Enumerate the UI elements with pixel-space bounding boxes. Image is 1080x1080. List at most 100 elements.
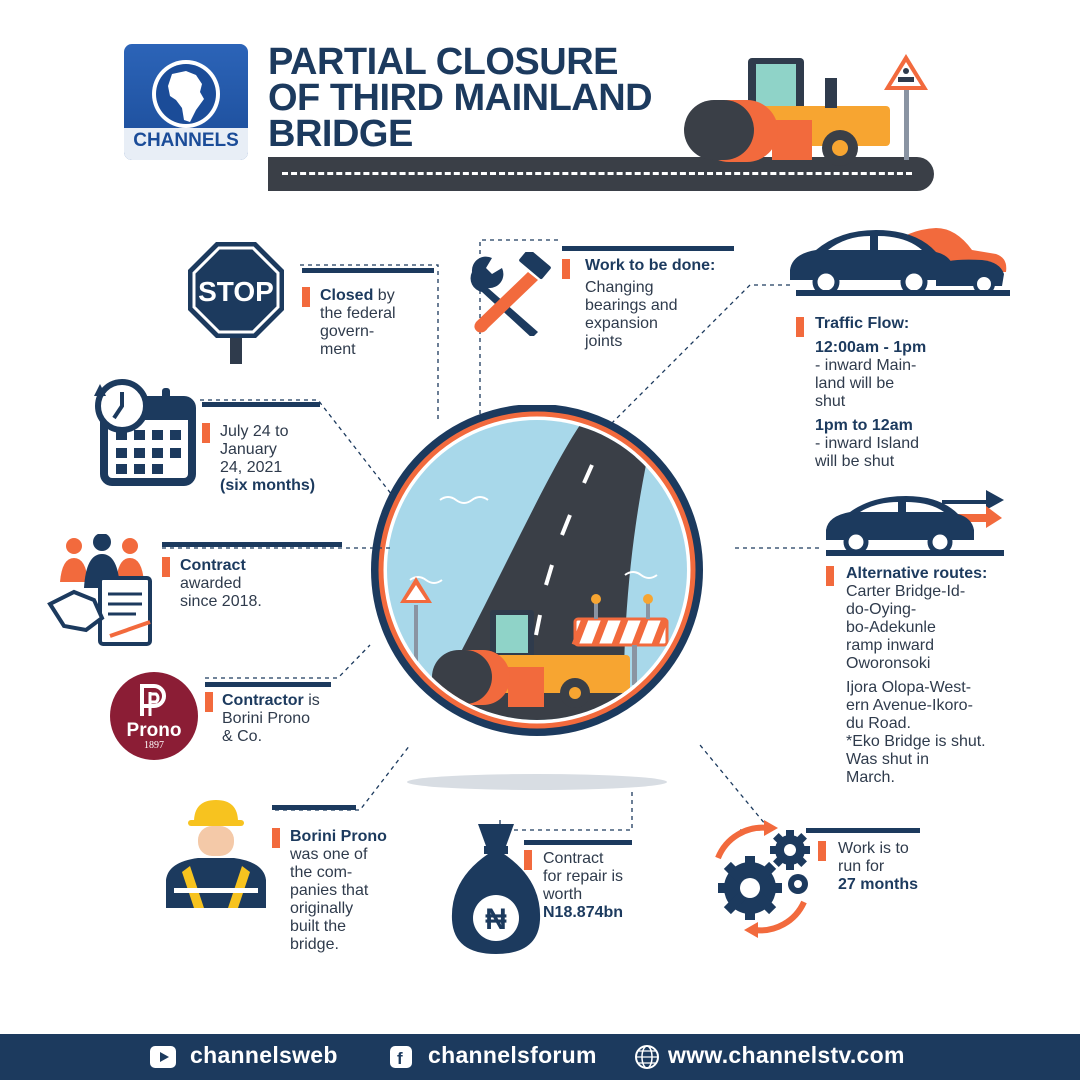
africa-globe-icon bbox=[152, 60, 220, 128]
contractor-rest: is bbox=[303, 692, 320, 709]
accent-bar bbox=[202, 423, 210, 443]
traffic-t1c: shut bbox=[815, 393, 846, 410]
routes-l7: ern Avenue-Ikoro- bbox=[846, 697, 973, 714]
accent-bar bbox=[796, 317, 804, 337]
rule bbox=[202, 402, 320, 407]
work-line1: Changing bbox=[585, 279, 654, 296]
work-line4: joints bbox=[585, 333, 623, 350]
worth-text: Contract for repair is worth N18.874bn bbox=[543, 850, 623, 922]
traffic-time1: 12:00am - 1pm bbox=[815, 339, 927, 356]
dates-text: July 24 to January 24, 2021 (six months) bbox=[220, 423, 315, 495]
accent-bar bbox=[302, 287, 310, 307]
closed-text: Closed by the federal govern- ment bbox=[320, 287, 396, 359]
naira-money-bag-icon: ₦ bbox=[451, 824, 541, 954]
routes-l4: ramp inward bbox=[846, 637, 935, 654]
accent-bar bbox=[524, 850, 532, 870]
routes-text: Alternative routes: Carter Bridge-Id- do… bbox=[846, 565, 987, 787]
tools-icon bbox=[470, 252, 551, 336]
rule bbox=[562, 246, 734, 251]
stop-sign-icon: STOP bbox=[188, 242, 284, 364]
traffic-t1a: - inward Main- bbox=[815, 357, 917, 374]
alternative-route-car-icon bbox=[826, 490, 1004, 556]
routes-title: Alternative routes: bbox=[846, 565, 988, 582]
youtube-link[interactable]: channelsweb bbox=[190, 1042, 338, 1068]
facebook-link[interactable]: channelsforum bbox=[428, 1042, 597, 1068]
contract-text: Contract awarded since 2018. bbox=[180, 557, 262, 611]
worth-line3: worth bbox=[543, 886, 583, 903]
calendar-clock-icon bbox=[94, 379, 196, 486]
closed-line2: the federal bbox=[320, 305, 396, 322]
prono-logo-text: Prono bbox=[126, 720, 182, 741]
central-road-illustration bbox=[371, 405, 703, 790]
duration-text: Work is to run for 27 months bbox=[838, 840, 918, 894]
website-link[interactable]: www.channelstv.com bbox=[668, 1042, 905, 1068]
svg-text:f: f bbox=[397, 1049, 403, 1068]
contractor-bold: Contractor bbox=[222, 692, 304, 709]
title-line-2: OF THIRD MAINLAND bbox=[268, 77, 653, 119]
traffic-t2b: will be shut bbox=[815, 453, 895, 470]
builder-line3: the com- bbox=[290, 864, 353, 881]
rule bbox=[806, 828, 920, 833]
globe-icon bbox=[634, 1044, 660, 1075]
routes-l3: bo-Adekunle bbox=[846, 619, 936, 636]
rule bbox=[162, 542, 342, 547]
prono-logo-year: 1897 bbox=[144, 740, 164, 751]
prono-logo: Prono 1897 bbox=[110, 672, 198, 760]
rule bbox=[524, 840, 632, 845]
work-line2: bearings and bbox=[585, 297, 678, 314]
builder-line2: was one of bbox=[290, 846, 368, 863]
builder-bold: Borini Prono bbox=[290, 828, 387, 845]
duration-bold: 27 months bbox=[838, 876, 919, 893]
contractor-line3: & Co. bbox=[222, 728, 263, 745]
worth-amount: N18.874bn bbox=[543, 904, 624, 921]
page-title: PARTIAL CLOSURE OF THIRD MAINLAND BRIDGE bbox=[268, 41, 653, 155]
title-line-3: BRIDGE bbox=[268, 113, 413, 155]
gears-icon bbox=[715, 820, 810, 938]
accent-bar bbox=[272, 828, 280, 848]
routes-l11: March. bbox=[846, 769, 895, 786]
worth-line2: for repair is bbox=[543, 868, 624, 885]
traffic-title: Traffic Flow: bbox=[815, 315, 910, 332]
construction-worker-icon bbox=[166, 800, 266, 908]
contract-line3: since 2018. bbox=[180, 593, 262, 610]
work-title: Work to be done: bbox=[585, 257, 716, 274]
title-line-1: PARTIAL CLOSURE bbox=[268, 41, 619, 83]
youtube-icon bbox=[150, 1046, 176, 1068]
dates-line2: January bbox=[220, 441, 277, 458]
closed-line3: govern- bbox=[320, 323, 375, 340]
duration-line1: Work is to bbox=[838, 840, 909, 857]
routes-l10: Was shut in bbox=[846, 751, 929, 768]
closed-rest: by bbox=[373, 287, 395, 304]
contract-line2: awarded bbox=[180, 575, 242, 592]
traffic-cars-icon bbox=[790, 228, 1010, 296]
traffic-text: Traffic Flow: 12:00am - 1pm - inward Mai… bbox=[815, 315, 926, 471]
roadwork-sign-icon bbox=[884, 54, 928, 160]
routes-l1: Carter Bridge-Id- bbox=[846, 583, 966, 600]
closed-line4: ment bbox=[320, 341, 356, 358]
builder-line7: bridge. bbox=[290, 936, 339, 953]
accent-bar bbox=[818, 841, 826, 861]
channels-logo-text: CHANNELS bbox=[133, 130, 239, 151]
stop-sign-text: STOP bbox=[198, 276, 274, 307]
routes-l9: *Eko Bridge is shut. bbox=[846, 733, 986, 750]
footer-bar: channelsweb f channelsforum www.channels… bbox=[0, 1034, 1080, 1080]
work-text: Work to be done: Changing bearings and e… bbox=[585, 257, 715, 351]
accent-bar bbox=[205, 692, 213, 712]
accent-bar bbox=[162, 557, 170, 577]
contractor-text: Contractor is Borini Prono & Co. bbox=[222, 692, 320, 746]
prono-p-icon bbox=[140, 684, 166, 716]
routes-l8: du Road. bbox=[846, 715, 911, 732]
builder-text: Borini Prono was one of the com- panies … bbox=[290, 828, 387, 954]
accent-bar bbox=[562, 259, 570, 279]
header-road bbox=[268, 157, 934, 191]
dates-line4: (six months) bbox=[220, 477, 316, 494]
contract-bold: Contract bbox=[180, 557, 246, 574]
worth-line1: Contract bbox=[543, 850, 604, 867]
traffic-t2a: - inward Island bbox=[815, 435, 920, 452]
dates-line1: July 24 to bbox=[220, 423, 289, 440]
contract-handshake-icon bbox=[47, 534, 152, 646]
duration-line2: run for bbox=[838, 858, 885, 875]
traffic-t1b: land will be bbox=[815, 375, 895, 392]
contractor-line2: Borini Prono bbox=[222, 710, 311, 727]
road-roller-icon bbox=[684, 58, 890, 166]
